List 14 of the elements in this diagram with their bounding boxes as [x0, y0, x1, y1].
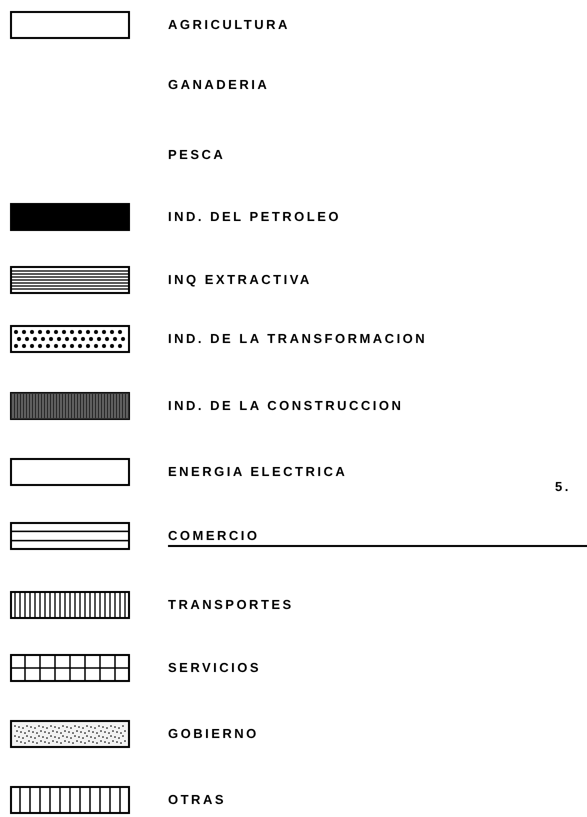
legend-label: TRANSPORTES	[168, 597, 294, 613]
legend-label: GANADERIA	[168, 77, 270, 93]
legend-label: PESCA	[168, 147, 226, 163]
legend-label: OTRAS	[168, 792, 226, 808]
legend-label: COMERCIO	[168, 528, 260, 544]
legend-label: AGRICULTURA	[168, 17, 290, 33]
legend-label: IND. DE LA CONSTRUCCION	[168, 398, 404, 414]
legend-label: IND. DEL PETROLEO	[168, 209, 341, 225]
legend-label: INQ EXTRACTIVA	[168, 272, 312, 288]
legend-label: IND. DE LA TRANSFORMACION	[168, 331, 428, 347]
page-number: 5.	[555, 479, 571, 495]
legend-label: SERVICIOS	[168, 660, 262, 676]
legend-label: GOBIERNO	[168, 726, 259, 742]
legend-label: ENERGIA ELECTRICA	[168, 464, 348, 480]
